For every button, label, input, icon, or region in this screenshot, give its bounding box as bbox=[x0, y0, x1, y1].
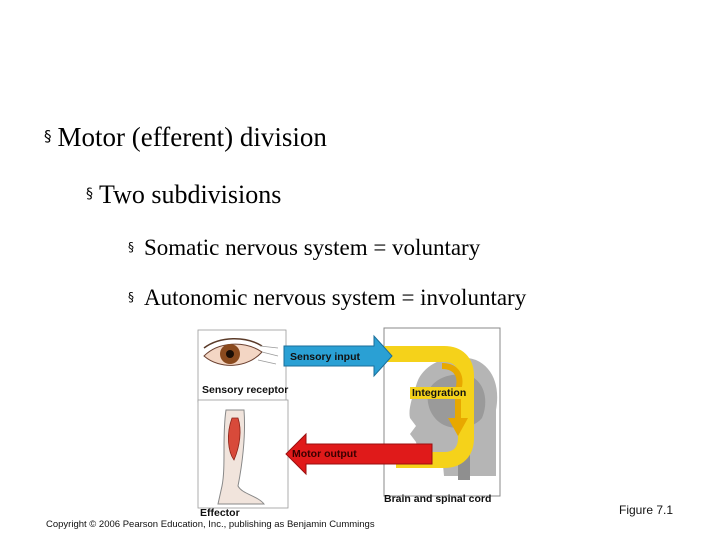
motor-output-label: Motor output bbox=[292, 448, 357, 460]
sensory-input-label: Sensory input bbox=[290, 351, 361, 363]
bullet-text: Two subdivisions bbox=[99, 180, 282, 209]
bullet-autonomic: § Autonomic nervous system = involuntary bbox=[128, 285, 526, 311]
brain-spinal-cord-label: Brain and spinal cord bbox=[384, 493, 492, 505]
bullet-text: Somatic nervous system = voluntary bbox=[144, 235, 481, 260]
bullet-marker: § bbox=[86, 186, 93, 202]
integration-label: Integration bbox=[410, 387, 469, 399]
eye-icon bbox=[203, 338, 279, 366]
bullet-somatic: § Somatic nervous system = voluntary bbox=[128, 235, 480, 261]
nervous-system-figure: Sensory input Sensory receptor Integrati… bbox=[196, 326, 514, 522]
bullet-two-subdivisions: § Two subdivisions bbox=[86, 180, 281, 210]
figure-artwork bbox=[197, 327, 501, 509]
sensory-input-arrow bbox=[283, 334, 393, 378]
sensory-receptor-label: Sensory receptor bbox=[202, 384, 289, 396]
bullet-marker: § bbox=[128, 290, 134, 304]
motor-output-arrow bbox=[285, 432, 433, 476]
bullet-marker: § bbox=[44, 127, 52, 145]
leg-muscle-icon bbox=[217, 409, 266, 505]
bullet-text: Motor (efferent) division bbox=[57, 122, 327, 152]
figure-number: Figure 7.1 bbox=[619, 503, 674, 517]
bullet-motor-division: § Motor (efferent) division bbox=[44, 122, 327, 153]
eye-panel bbox=[197, 329, 287, 403]
copyright-notice: Copyright © 2006 Pearson Education, Inc.… bbox=[46, 519, 375, 530]
bullet-text: Autonomic nervous system = involuntary bbox=[144, 285, 527, 310]
bullet-marker: § bbox=[128, 240, 134, 254]
effector-label: Effector bbox=[200, 507, 240, 519]
